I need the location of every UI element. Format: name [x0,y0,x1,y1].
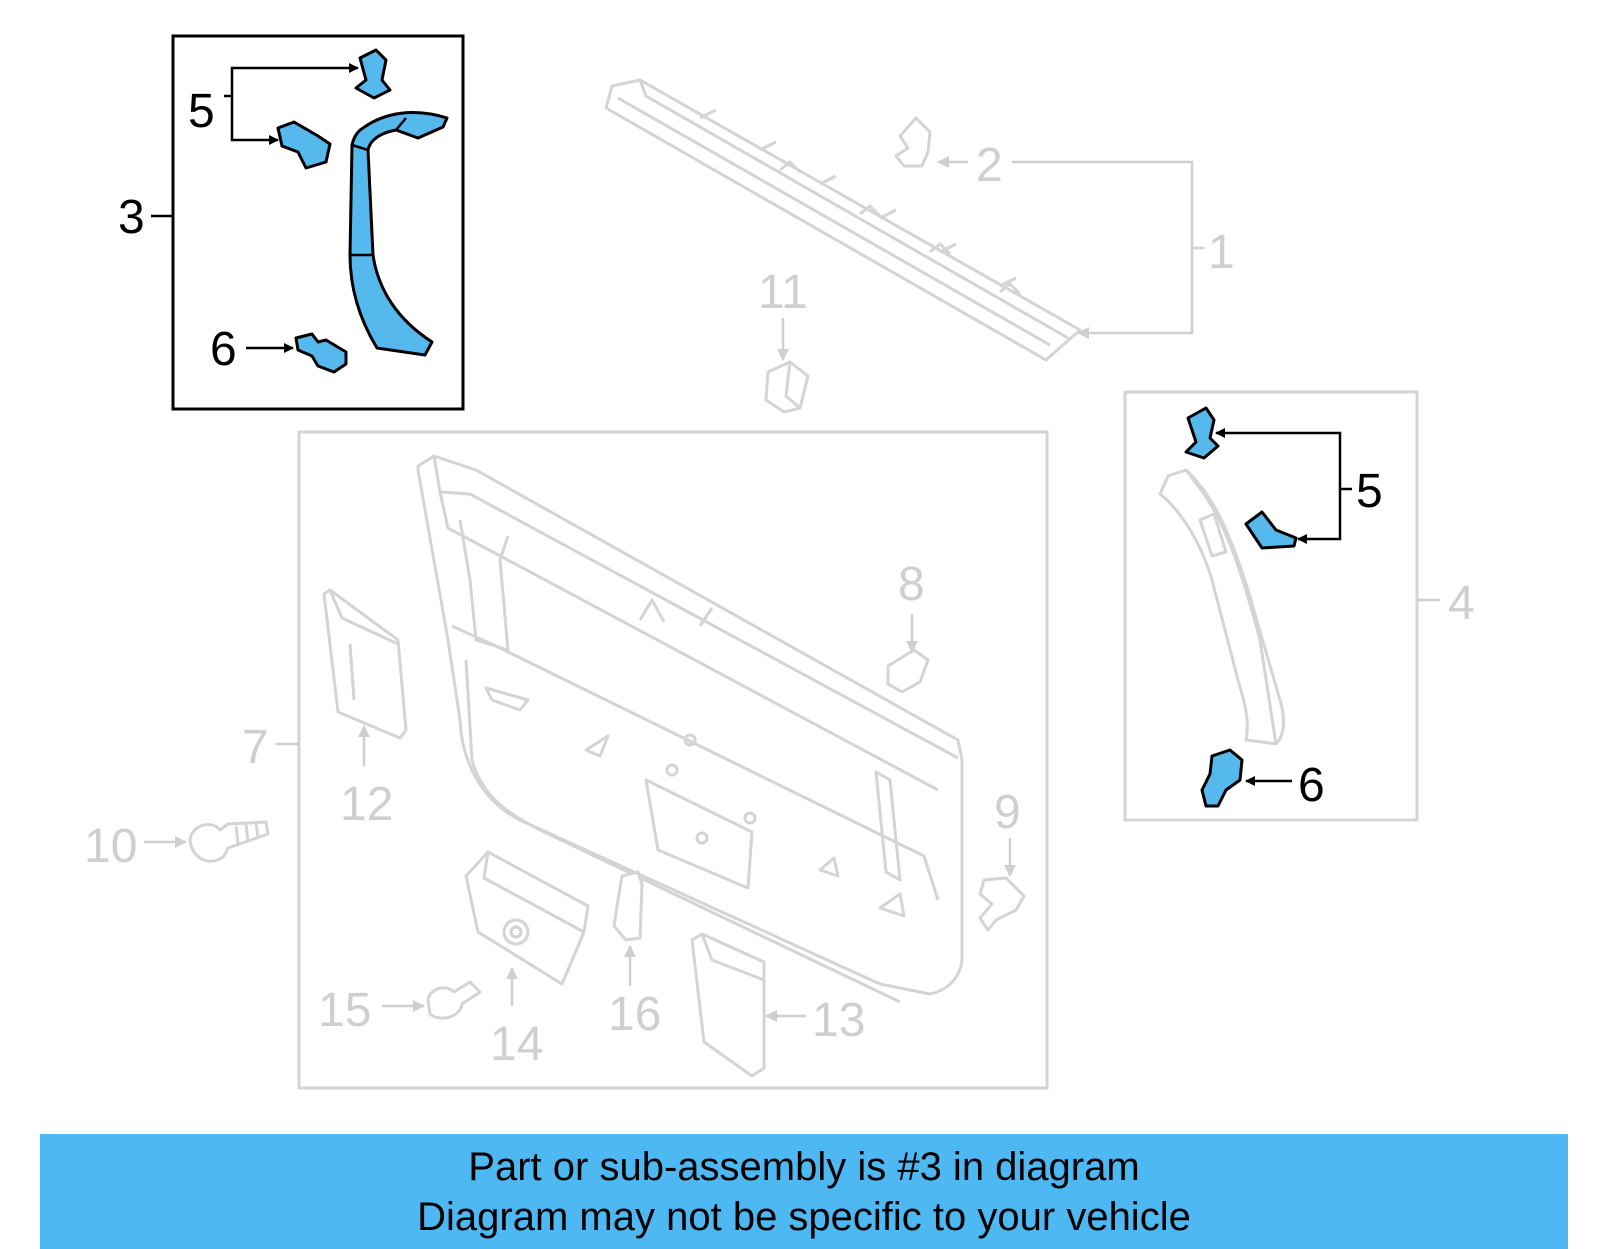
header-trim-part-1[interactable] [604,78,1082,362]
label-4: 4 [1448,577,1475,630]
pillar-trim-part-3[interactable] [348,111,449,357]
screw-part-15[interactable] [426,980,482,1020]
bolt-part-10[interactable] [188,820,270,863]
banner-line-2: Diagram may not be specific to your vehi… [417,1195,1191,1239]
part-11-group[interactable]: 11 [758,266,810,414]
label-13: 13 [812,994,865,1047]
fastener-6-right[interactable] [1200,748,1244,808]
clip-5-right-middle[interactable] [1244,510,1298,550]
label-5-left: 5 [188,85,215,138]
label-3: 3 [118,191,145,244]
part-3-group[interactable]: 3 5 6 [118,34,465,411]
label-2: 2 [976,139,1003,192]
label-15: 15 [318,984,371,1037]
clip-part-8[interactable] [886,648,930,694]
banner-line-1: Part or sub-assembly is #3 in diagram [468,1145,1140,1189]
clip-5-middle[interactable] [276,120,332,170]
bracket-part-16[interactable] [612,870,644,942]
clip-5-right-top[interactable] [1184,406,1220,460]
trim-cover-part-13[interactable] [690,932,766,1078]
label-11: 11 [758,266,808,319]
trim-cover-part-12[interactable] [322,588,408,740]
label-6-left: 6 [210,323,237,376]
label-5-right: 5 [1356,465,1383,518]
label-6-right: 6 [1298,759,1325,812]
clip-part-2[interactable] [894,116,932,168]
label-16: 16 [608,988,661,1041]
label-14: 14 [490,1018,543,1071]
fastener-6[interactable] [294,332,348,374]
disclaimer-banner: Part or sub-assembly is #3 in diagram Di… [40,1134,1568,1249]
label-9: 9 [994,786,1021,839]
part-3-box [171,34,465,411]
pillar-trim-part-4[interactable] [1158,468,1285,746]
label-10: 10 [84,820,137,873]
part-7-box [297,430,1049,1090]
part-4-box [1123,390,1419,822]
clip-part-9[interactable] [978,876,1026,932]
part-7-group[interactable]: 7 8 12 10 9 [84,430,1049,1090]
part-4-group[interactable]: 5 6 4 [1123,390,1475,822]
label-12: 12 [340,778,393,831]
label-1: 1 [1208,226,1235,279]
label-7: 7 [242,721,269,774]
clip-5-top[interactable] [354,48,392,100]
label-8: 8 [898,558,925,611]
part-1-group[interactable]: 2 1 [604,78,1235,362]
